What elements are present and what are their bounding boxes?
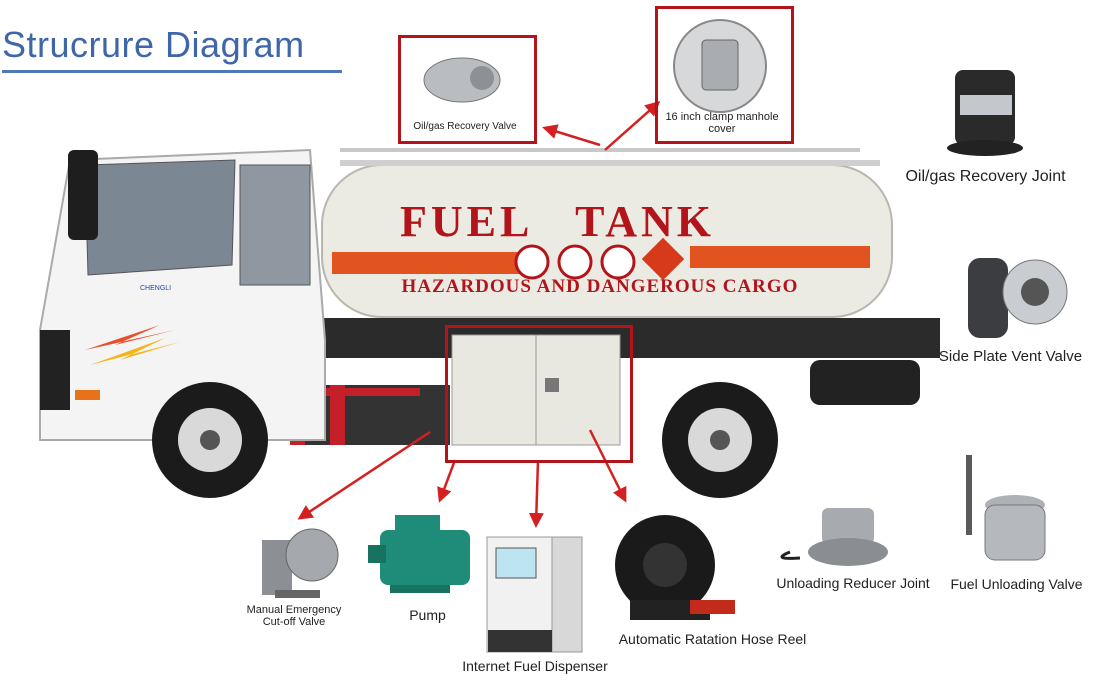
- manhole-cover-frame: [655, 6, 794, 144]
- page-title: Strucrure Diagram: [2, 24, 305, 65]
- label-emergency-cutoff-valve: Manual Emergency Cut-off Valve: [246, 604, 342, 628]
- label-pump: Pump: [409, 607, 446, 623]
- label-manhole-cover: 16 inch clamp manhole cover: [665, 111, 779, 135]
- recovery-valve-frame: [398, 35, 537, 144]
- label-oil-gas-recovery-joint: Oil/gas Recovery Joint: [905, 168, 1066, 185]
- unloading-reducer-joint-icon: [780, 508, 888, 566]
- cab: [39, 148, 326, 441]
- tank-title: FUEL TANK: [400, 197, 715, 246]
- label-side-plate-vent-valve: Side Plate Vent Valve: [938, 348, 1083, 365]
- callout-arrows: [297, 101, 661, 528]
- label-oil-gas-recovery-valve: Oil/gas Recovery Valve: [413, 121, 517, 132]
- rear-wheel: [662, 382, 778, 498]
- label-unloading-reducer-joint: Unloading Reducer Joint: [776, 575, 930, 591]
- cab-brand: CHENGLI: [140, 285, 172, 292]
- label-fuel-unloading-valve: Fuel Unloading Valve: [950, 576, 1083, 592]
- label-hose-reel: Automatic Ratation Hose Reel: [618, 631, 807, 647]
- tank: [321, 148, 893, 318]
- cabinet-frame: [445, 325, 633, 463]
- fuel-unloading-valve-icon: [966, 455, 1046, 561]
- equipment-cabinet: [451, 334, 621, 446]
- oil-gas-recovery-valve-icon: [423, 57, 501, 103]
- manhole-cover-icon: [673, 19, 767, 113]
- side-plate-vent-valve-icon: [968, 258, 1068, 338]
- oil-gas-recovery-joint-icon: [947, 70, 1023, 156]
- pump-icon: [368, 515, 470, 593]
- emergency-cutoff-valve-icon: [262, 528, 339, 598]
- front-wheel: [152, 382, 268, 498]
- title-underline: [2, 70, 342, 73]
- hose-reel-icon: [615, 515, 735, 620]
- tank-subtitle: HAZARDOUS AND DANGEROUS CARGO: [401, 276, 799, 297]
- label-fuel-dispenser: Internet Fuel Dispenser: [462, 658, 608, 674]
- fuel-dispenser-icon: [486, 536, 583, 653]
